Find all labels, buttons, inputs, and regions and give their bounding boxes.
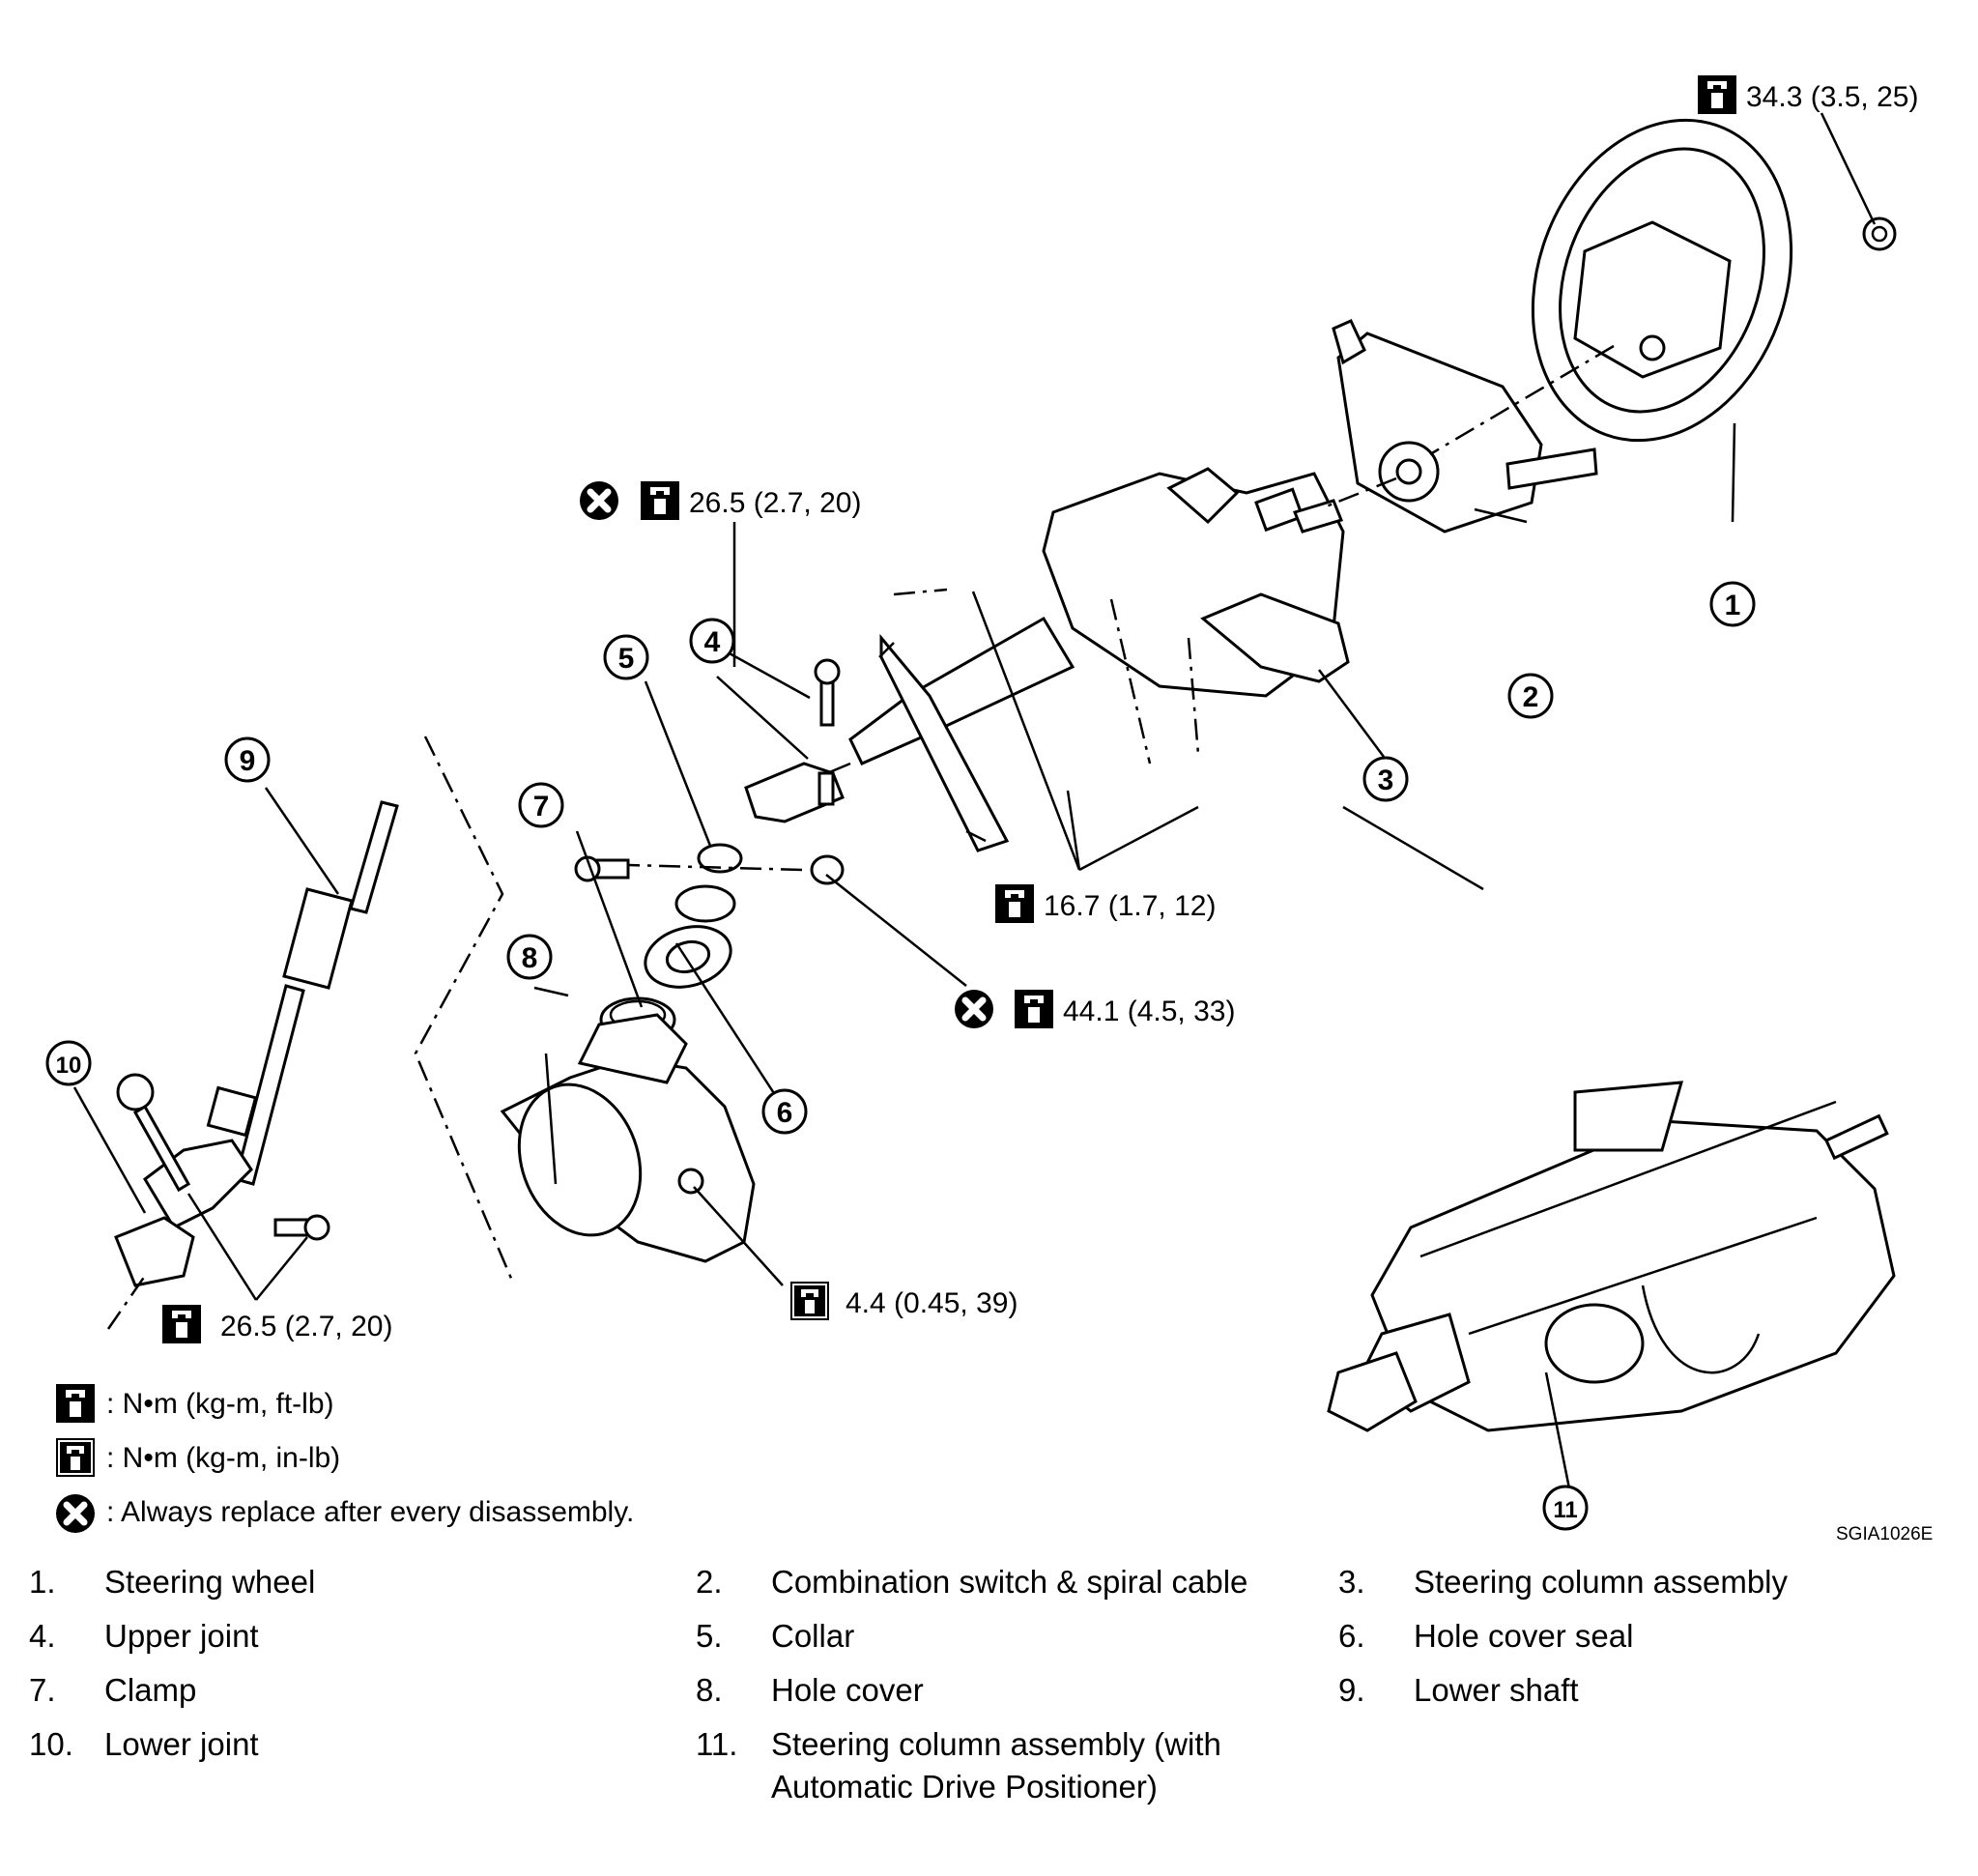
callout-10: 10 [45, 1040, 92, 1086]
collar-part [574, 843, 845, 923]
callout-3: 3 [1362, 756, 1409, 802]
parts-list: 1. Steering wheel 2. Combination switch … [29, 1564, 1789, 1804]
callout-1: 1 [1709, 581, 1756, 627]
legend: : N•m (kg-m, ft-lb) : N•m (kg-m, in-lb) … [56, 1384, 634, 1533]
hole-cover-seal-part [644, 925, 732, 989]
torque-wrench-ft-lb-icon [162, 1305, 201, 1343]
svg-text:11: 11 [1553, 1497, 1577, 1523]
torque-label-lower-joint-bolt: 26.5 (2.7, 20) [162, 1305, 392, 1343]
callout-8: 8 [506, 934, 553, 980]
steering-wheel-part [1531, 118, 1897, 443]
torque-label-hole-cover-nut: 4.4 (0.45, 39) [789, 1281, 1018, 1321]
svg-text:26.5 (2.7, 20): 26.5 (2.7, 20) [220, 1311, 392, 1342]
steering-column-part [791, 467, 1350, 852]
svg-text:4: 4 [704, 626, 721, 658]
replace-x-icon [955, 990, 993, 1028]
replace-x-icon [580, 481, 618, 520]
svg-text:7: 7 [533, 791, 550, 823]
svg-text:1: 1 [1725, 590, 1741, 621]
svg-text:10: 10 [56, 1053, 82, 1079]
exploded-steering-diagram: 1 2 3 4 5 6 7 8 9 10 11 34.3 (3 [45, 75, 1933, 1544]
svg-text:3: 3 [1378, 765, 1394, 796]
hole-cover-part [500, 1013, 756, 1263]
svg-text:8: 8 [522, 942, 538, 974]
torque-wrench-ft-lb-icon [1015, 990, 1053, 1028]
replace-x-icon [56, 1494, 95, 1533]
svg-text:5: 5 [618, 643, 635, 675]
svg-text:6: 6 [777, 1097, 793, 1129]
torque-wrench-in-lb-icon [789, 1281, 830, 1321]
svg-text:9: 9 [240, 745, 256, 777]
svg-text:26.5 (2.7, 20): 26.5 (2.7, 20) [689, 487, 861, 519]
svg-text:16.7 (1.7, 12): 16.7 (1.7, 12) [1044, 890, 1216, 922]
svg-text:44.1 (4.5, 33): 44.1 (4.5, 33) [1063, 996, 1235, 1027]
svg-text:34.3 (3.5, 25): 34.3 (3.5, 25) [1746, 81, 1918, 113]
svg-text:4.4 (0.45, 39): 4.4 (0.45, 39) [846, 1287, 1018, 1319]
callout-7: 7 [518, 782, 564, 828]
torque-label-steering-wheel-nut: 34.3 (3.5, 25) [1698, 75, 1918, 114]
svg-text:: Always replace after every d: : Always replace after every disassembly… [106, 1496, 634, 1528]
callout-5: 5 [603, 634, 649, 680]
torque-wrench-ft-lb-icon [641, 481, 679, 520]
torque-wrench-in-lb-icon [55, 1437, 96, 1478]
callout-6: 6 [761, 1088, 808, 1135]
torque-label-column-nuts: 16.7 (1.7, 12) [995, 884, 1216, 923]
upper-joint-part [744, 658, 845, 823]
callout-9: 9 [224, 736, 271, 783]
callout-2: 2 [1507, 673, 1554, 719]
lower-shaft-part [206, 800, 399, 1186]
torque-wrench-ft-lb-icon [995, 884, 1034, 923]
torque-label-collar-nut: 44.1 (4.5, 33) [955, 990, 1235, 1028]
callout-4: 4 [689, 618, 735, 664]
torque-wrench-ft-lb-icon [1698, 75, 1736, 114]
steering-column-adp-part [1327, 1081, 1896, 1432]
torque-label-upper-joint-bolt: 26.5 (2.7, 20) [580, 481, 861, 520]
svg-text:: N•m (kg-m, ft-lb): : N•m (kg-m, ft-lb) [106, 1388, 334, 1420]
svg-text:: N•m (kg-m, in-lb): : N•m (kg-m, in-lb) [106, 1442, 340, 1474]
callout-11: 11 [1542, 1485, 1589, 1531]
lower-joint-part [114, 1073, 330, 1287]
svg-text:2: 2 [1523, 681, 1539, 713]
torque-wrench-ft-lb-icon [56, 1384, 95, 1423]
figure-code: SGIA1026E [1836, 1524, 1933, 1544]
